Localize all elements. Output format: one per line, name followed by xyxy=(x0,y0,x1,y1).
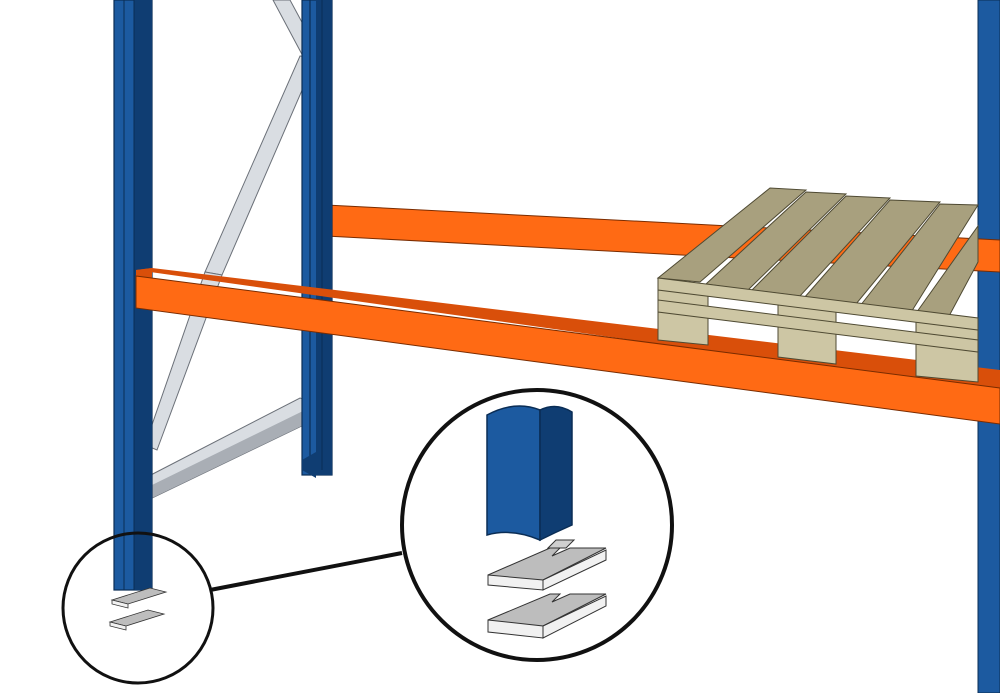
detail-magnifier xyxy=(400,388,674,662)
pallet-beam-front xyxy=(135,268,1000,425)
detail-magnifier-small xyxy=(61,531,215,685)
pallet-top-edge xyxy=(657,277,979,331)
wooden-pallet xyxy=(656,187,979,383)
diagonal-bracing xyxy=(144,0,319,499)
middle-upright xyxy=(301,0,333,478)
base-shim xyxy=(108,587,168,631)
rear-right-upright xyxy=(977,0,1000,693)
upright-foot-detail xyxy=(486,405,573,542)
base-shim-detail-upper xyxy=(487,539,607,591)
magnifier-connector xyxy=(209,551,403,592)
pallet-deck-board xyxy=(656,187,808,283)
base-shim-detail-lower xyxy=(487,593,607,639)
pallet-bottom-board xyxy=(657,299,979,353)
